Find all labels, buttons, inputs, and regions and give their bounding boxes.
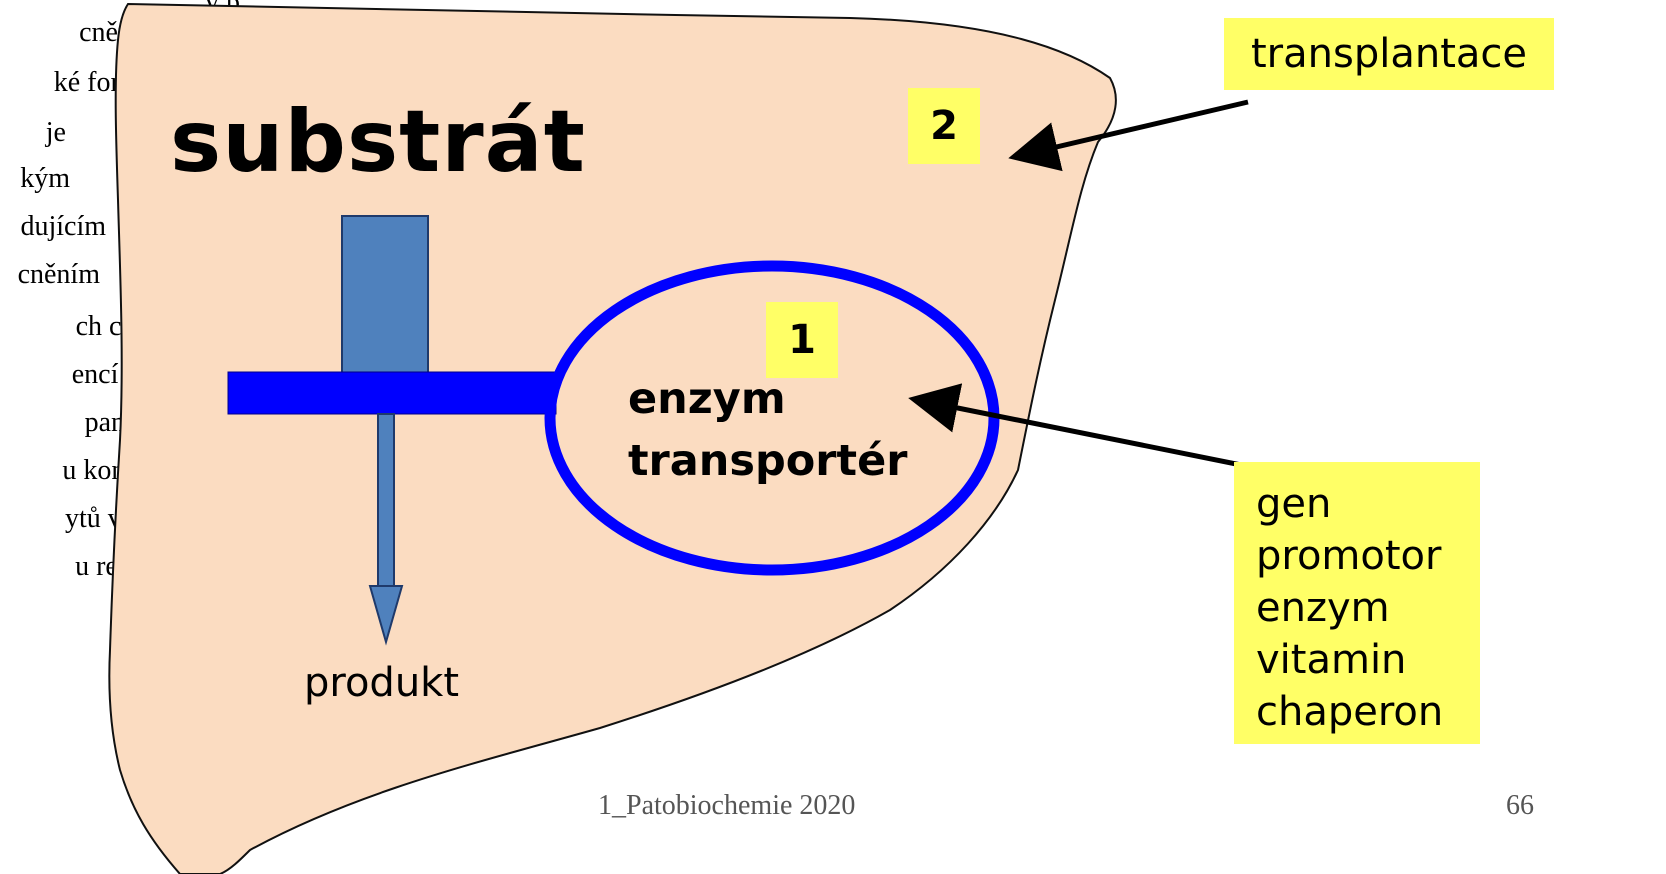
intervention-arrow bbox=[908, 383, 1267, 473]
page-number: 66 bbox=[1506, 790, 1534, 821]
product-label: produkt bbox=[304, 660, 460, 706]
intervention-item: gen bbox=[1256, 481, 1332, 527]
footer-source: 1_Patobiochemie 2020 bbox=[598, 790, 856, 821]
intervention-box: gen promotor enzym vitamin chaperon bbox=[1234, 462, 1480, 744]
substrate-arrow-shaft bbox=[341, 215, 429, 375]
background-text-line: dujícím bbox=[20, 211, 106, 242]
background-text-line: je bbox=[45, 117, 66, 148]
intervention-item: enzym bbox=[1256, 585, 1390, 631]
enzyme-label: enzym bbox=[628, 374, 786, 424]
intervention-item: vitamin bbox=[1256, 637, 1407, 683]
enzyme-ellipse bbox=[544, 260, 1000, 576]
membrane-bar bbox=[227, 371, 557, 415]
transplant-box: transplantace bbox=[1224, 18, 1554, 90]
product-arrow-head bbox=[368, 585, 404, 646]
transplant-arrow bbox=[1008, 99, 1249, 172]
badge-1: 1 bbox=[766, 302, 838, 378]
transplant-label: transplantace bbox=[1251, 31, 1527, 77]
badge-2: 2 bbox=[908, 88, 980, 164]
intervention-item: chaperon bbox=[1256, 689, 1444, 735]
background-text-line: cněním bbox=[17, 259, 100, 290]
background-text-line: kým bbox=[20, 163, 70, 194]
substrate-title: substrát bbox=[170, 92, 586, 192]
product-arrow-shaft bbox=[377, 413, 395, 587]
intervention-list: gen promotor enzym vitamin chaperon bbox=[1256, 478, 1480, 738]
intervention-item: promotor bbox=[1256, 533, 1442, 579]
transporter-label: transportér bbox=[628, 436, 908, 486]
